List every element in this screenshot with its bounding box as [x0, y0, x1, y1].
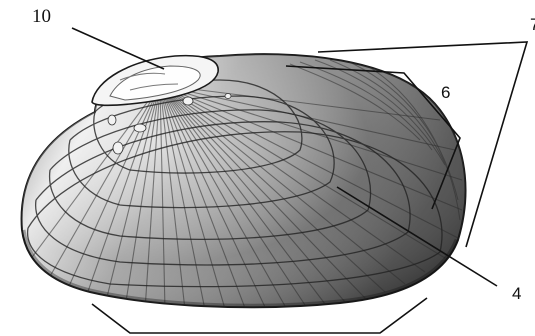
callout-10: 10 — [32, 8, 51, 26]
callout-6: 6 — [441, 84, 450, 102]
leader-10 — [72, 28, 164, 69]
callout-7: 7 — [530, 16, 535, 34]
callout-4: 4 — [512, 285, 521, 303]
